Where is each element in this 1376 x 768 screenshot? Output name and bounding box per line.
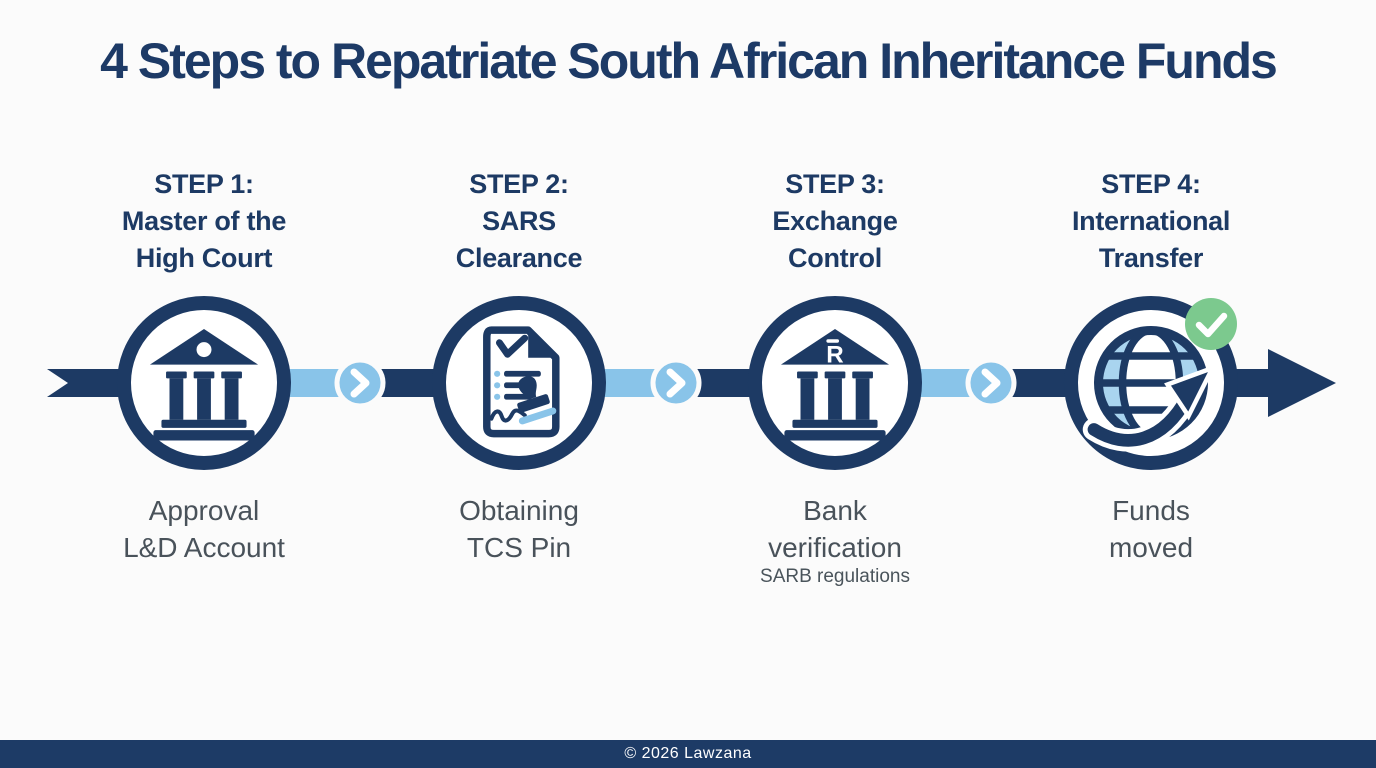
step-4-node xyxy=(1064,296,1238,470)
step-1-caption: Approval L&D Account xyxy=(123,495,285,563)
step-3-header: STEP 3: Exchange Control xyxy=(772,169,898,273)
globe-arrow-icon xyxy=(1082,326,1218,452)
document-stamp-icon xyxy=(483,326,560,438)
step-2-header: STEP 2: SARS Clearance xyxy=(455,169,583,273)
footer-bar: © 2026 Lawzana xyxy=(0,740,1376,768)
step-3-subcaption: SARB regulations xyxy=(760,566,910,587)
bank-rand-icon: R xyxy=(780,328,890,441)
timeline-graphic: R xyxy=(47,296,1336,470)
chevron-right-icon xyxy=(334,357,386,409)
step-2-node xyxy=(432,296,606,470)
step-4-header: STEP 4: International Transfer xyxy=(1071,169,1231,273)
courthouse-building-icon xyxy=(149,328,259,441)
page-title: 4 Steps to Repatriate South African Inhe… xyxy=(100,33,1278,89)
step-3-node: R xyxy=(748,296,922,470)
arrow-right-icon xyxy=(1268,349,1336,417)
step-3-caption: Bank verification xyxy=(768,495,902,563)
chevron-right-icon xyxy=(965,357,1017,409)
step-4-caption: Funds moved xyxy=(1108,495,1194,563)
svg-text:R: R xyxy=(826,341,843,368)
step-1-node xyxy=(117,296,291,470)
check-icon xyxy=(1185,298,1237,350)
step-1-header: STEP 1: Master of the High Court xyxy=(121,169,287,273)
chevron-right-icon xyxy=(650,357,702,409)
step-2-caption: Obtaining TCS Pin xyxy=(459,495,579,563)
copyright-text: © 2026 Lawzana xyxy=(624,745,752,762)
